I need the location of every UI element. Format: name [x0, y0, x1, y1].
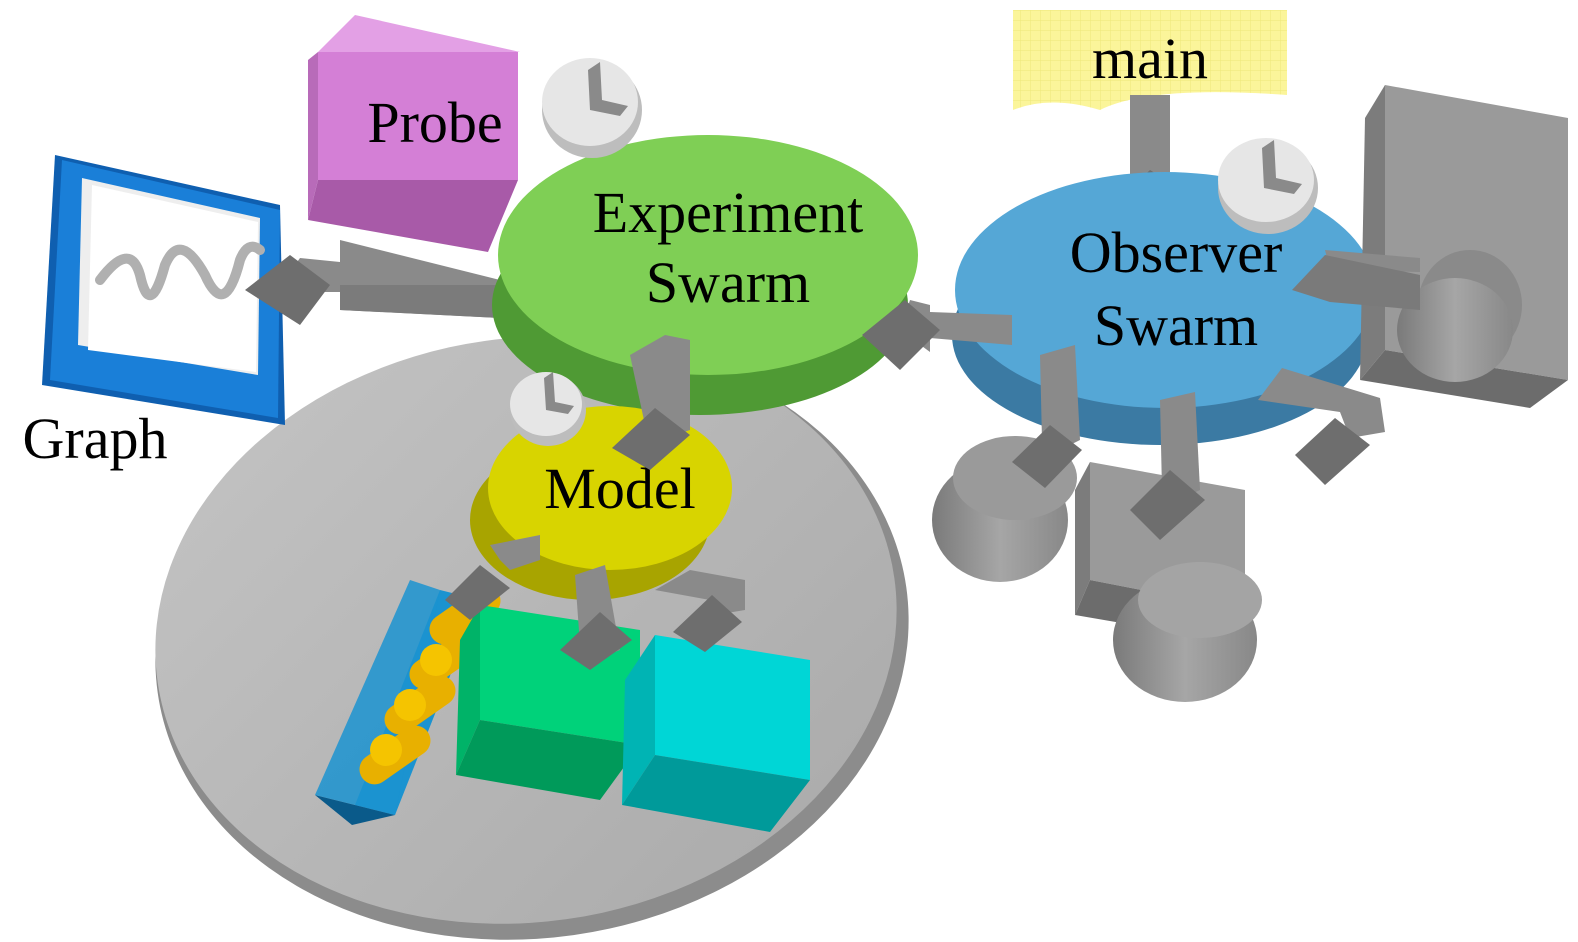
model-label: Model: [544, 456, 695, 521]
observer-display-box: [1360, 85, 1568, 408]
arrow-model-to-green: [560, 565, 632, 670]
arrow-observer-down-right: [1258, 368, 1385, 485]
experiment-label-line1: Experiment: [593, 180, 864, 245]
clock-icon: [510, 372, 586, 446]
experiment-swarm: Experiment Swarm: [492, 135, 918, 415]
observer-cylinder-bottom: [1113, 562, 1262, 702]
experiment-label-line2: Swarm: [646, 250, 810, 315]
observer-swarm: Observer Swarm: [952, 172, 1375, 445]
observer-label-line1: Observer: [1070, 220, 1283, 285]
graph-window: [42, 155, 285, 425]
main-note: main: [1013, 10, 1287, 110]
arrow-experiment-to-model: [612, 335, 690, 470]
clock-icon: [1218, 138, 1318, 234]
graph-squiggle-icon: [95, 241, 265, 301]
probe-box: Probe: [308, 15, 520, 252]
arrow-observer-to-display: [1292, 250, 1420, 310]
graph-label: Graph: [23, 406, 168, 471]
arrow-observer-to-experiment: [862, 300, 1012, 370]
arrow-model-to-list: [445, 535, 540, 620]
agent-box-cyan: [622, 635, 810, 832]
probe-label: Probe: [367, 90, 502, 155]
observer-label-line2: Swarm: [1094, 293, 1258, 358]
main-label: main: [1092, 26, 1208, 91]
arrow-observer-down-left: [1012, 345, 1082, 488]
clock-icon: [542, 58, 642, 158]
arrow-model-to-cyan: [655, 570, 745, 652]
arrow-experiment-to-graph: [245, 240, 500, 325]
arrow-observer-down-middle: [1130, 392, 1205, 540]
